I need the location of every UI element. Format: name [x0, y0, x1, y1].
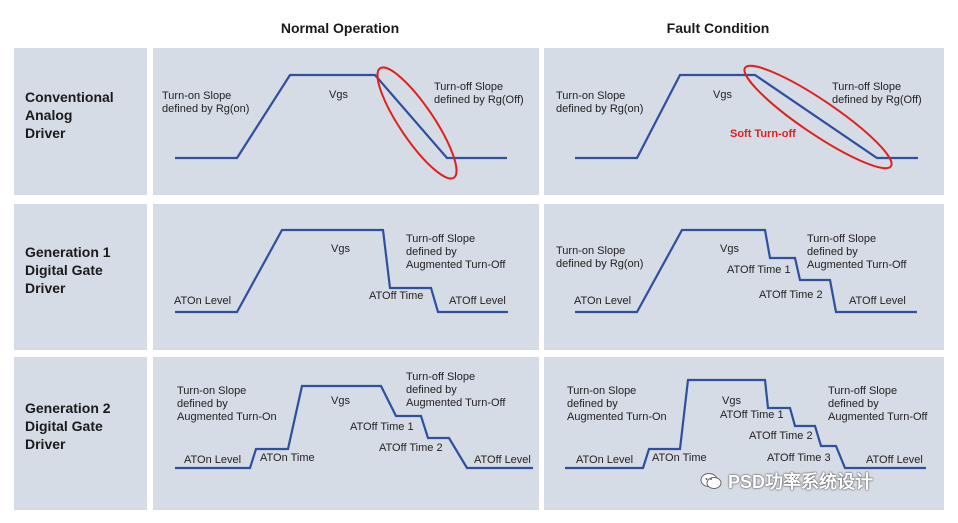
label-turn-on-r1c1: Turn-on Slope [162, 90, 231, 102]
label-turn-on-r1c2-2: defined by Rg(on) [556, 103, 643, 115]
label-vgs-r2c1: Vgs [331, 243, 350, 255]
label-atoff-level-r3c1: ATOff Level [474, 454, 531, 466]
label-turn-on-r3c2: Turn-on Slope [567, 385, 636, 397]
label-turn-on-r1c1-2: defined by Rg(on) [162, 103, 249, 115]
label-vgs-r2c2: Vgs [720, 243, 739, 255]
label-turn-off-r2c2-3: Augmented Turn-Off [807, 259, 907, 271]
label-turn-on-r2c2: Turn-on Slope [556, 245, 625, 257]
label-atoff-time1-r3c2: ATOff Time 1 [720, 409, 784, 421]
label-aton-time-r3c1: ATOn Time [260, 452, 315, 464]
column-header-fault: Fault Condition [666, 20, 770, 36]
label-turn-on-r2c2-2: defined by Rg(on) [556, 258, 643, 270]
label-turn-off-r2c1: Turn-off Slope [406, 233, 475, 245]
panel-r2c0 [14, 204, 147, 350]
label-turn-on-r3c2-2: defined by [567, 398, 618, 410]
label-atoff-time2-r2c2: ATOff Time 2 [759, 289, 823, 301]
panel-r1c1 [153, 48, 539, 195]
waveform-r3c2 [565, 378, 926, 470]
label-turn-off-r3c1: Turn-off Slope [406, 371, 475, 383]
label-turn-off-r3c2-3: Augmented Turn-Off [828, 411, 928, 423]
label-turn-off-r1c1-2: defined by Rg(Off) [434, 94, 524, 106]
label-turn-off-r3c1-3: Augmented Turn-Off [406, 397, 506, 409]
label-aton-level-r3c2: ATOn Level [576, 454, 633, 466]
panel-r2c2 [544, 204, 944, 350]
panel-r3c2 [544, 357, 944, 510]
label-aton-level-r2c1: ATOn Level [174, 295, 231, 307]
watermark-text: PSD功率系统设计 [728, 472, 874, 492]
label-atoff-level-r2c1: ATOff Level [449, 295, 506, 307]
waveform-r3c1 [175, 384, 533, 470]
highlight-ellipse-r1c1 [376, 66, 458, 180]
label-atoff-time2-r3c1: ATOff Time 2 [379, 442, 443, 454]
label-turn-off-r1c1: Turn-off Slope [434, 81, 503, 93]
waveform-r2c2 [575, 228, 917, 314]
label-turn-off-r2c1-2: defined by [406, 246, 457, 258]
watermark: PSD功率系统设计 [700, 468, 873, 494]
label-turn-off-r2c2: Turn-off Slope [807, 233, 876, 245]
waveform-r1c2 [575, 73, 918, 160]
waveform-r2c1 [175, 228, 508, 314]
label-atoff-time-r2c1: ATOff Time [369, 290, 423, 302]
panel-r3c0 [14, 357, 147, 510]
label-aton-level-r2c2: ATOn Level [574, 295, 631, 307]
label-atoff-level-r2c2: ATOff Level [849, 295, 906, 307]
label-turn-on-r3c2-3: Augmented Turn-On [567, 411, 667, 423]
panel-r3c1 [153, 357, 539, 510]
label-atoff-time1-r3c1: ATOff Time 1 [350, 421, 414, 433]
label-turn-off-r3c1-2: defined by [406, 384, 457, 396]
panel-r2c1 [153, 204, 539, 350]
label-turn-off-r2c1-3: Augmented Turn-Off [406, 259, 506, 271]
column-header-normal: Normal Operation [280, 20, 400, 36]
label-turn-on-r1c2: Turn-on Slope [556, 90, 625, 102]
label-turn-off-r1c2-2: defined by Rg(Off) [832, 94, 922, 106]
waveform-r1c1 [175, 73, 507, 160]
label-turn-off-r2c2-2: defined by [807, 246, 858, 258]
label-vgs-r3c1: Vgs [331, 395, 350, 407]
label-aton-time-r3c2: ATOn Time [652, 452, 707, 464]
chat-bubble-icon [700, 471, 722, 491]
label-vgs-r1c2: Vgs [713, 89, 732, 101]
label-turn-off-r3c2: Turn-off Slope [828, 385, 897, 397]
panel-r1c0 [14, 48, 147, 195]
label-aton-level-r3c1: ATOn Level [184, 454, 241, 466]
label-vgs-r3c2: Vgs [722, 395, 741, 407]
label-atoff-time3-r3c2: ATOff Time 3 [767, 452, 831, 464]
label-soft-turn-off: Soft Turn-off [730, 128, 796, 140]
label-atoff-time2-r3c2: ATOff Time 2 [749, 430, 813, 442]
label-turn-off-r3c2-2: defined by [828, 398, 879, 410]
highlight-ellipse-r1c2 [743, 64, 893, 170]
label-vgs-r1c1: Vgs [329, 89, 348, 101]
label-turn-on-r3c1-2: defined by [177, 398, 228, 410]
label-atoff-time1-r2c2: ATOff Time 1 [727, 264, 791, 276]
label-atoff-level-r3c2: ATOff Level [866, 454, 923, 466]
label-turn-on-r3c1: Turn-on Slope [177, 385, 246, 397]
label-turn-on-r3c1-3: Augmented Turn-On [177, 411, 277, 423]
label-turn-off-r1c2: Turn-off Slope [832, 81, 901, 93]
